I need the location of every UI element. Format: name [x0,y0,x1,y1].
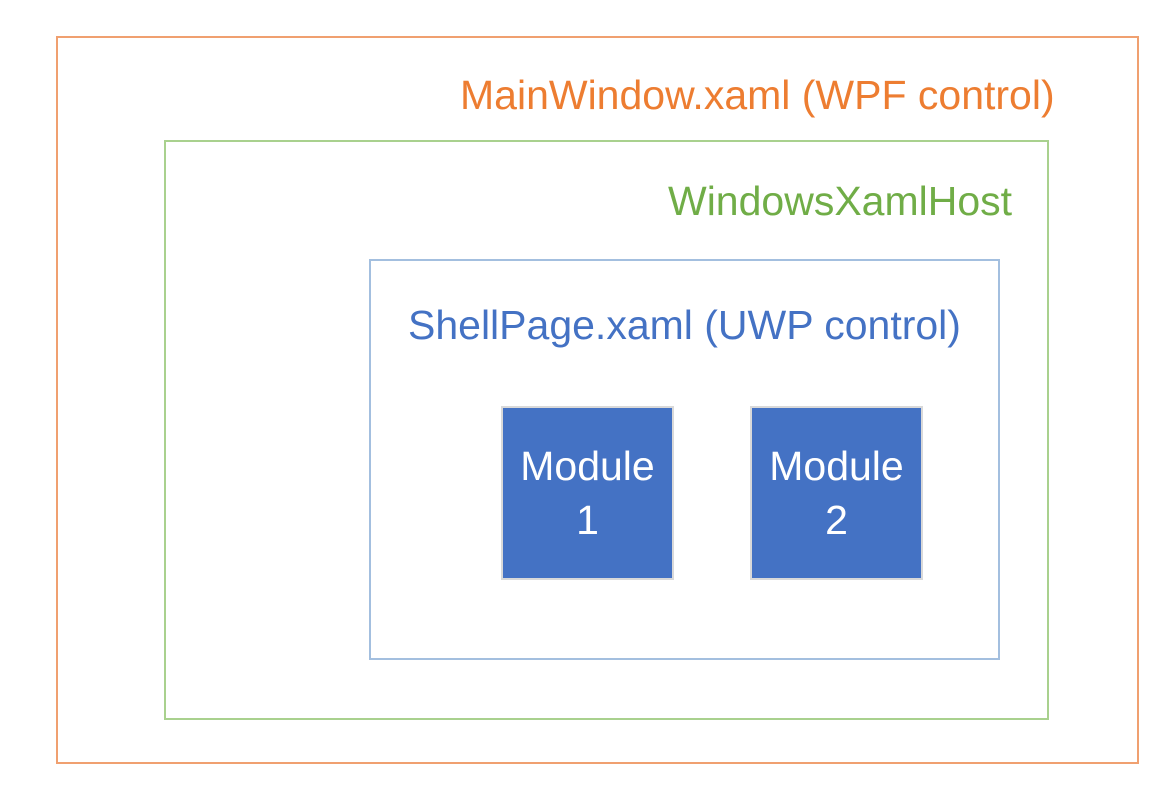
module1-label-line2: 1 [576,497,599,543]
shellpage-label: ShellPage.xaml (UWP control) [408,302,961,348]
module1-label-line1: Module [520,443,655,489]
windowsxamlhost-label: WindowsXamlHost [668,178,1013,224]
module2-box: Module 2 [750,406,923,580]
shellpage-box [369,259,1000,660]
module1-box: Module 1 [501,406,674,580]
mainwindow-box [56,36,1139,764]
module2-label-line2: 2 [825,497,848,543]
mainwindow-label: MainWindow.xaml (WPF control) [460,72,1055,118]
module2-label-line1: Module [769,443,904,489]
windowsxamlhost-box [164,140,1049,720]
